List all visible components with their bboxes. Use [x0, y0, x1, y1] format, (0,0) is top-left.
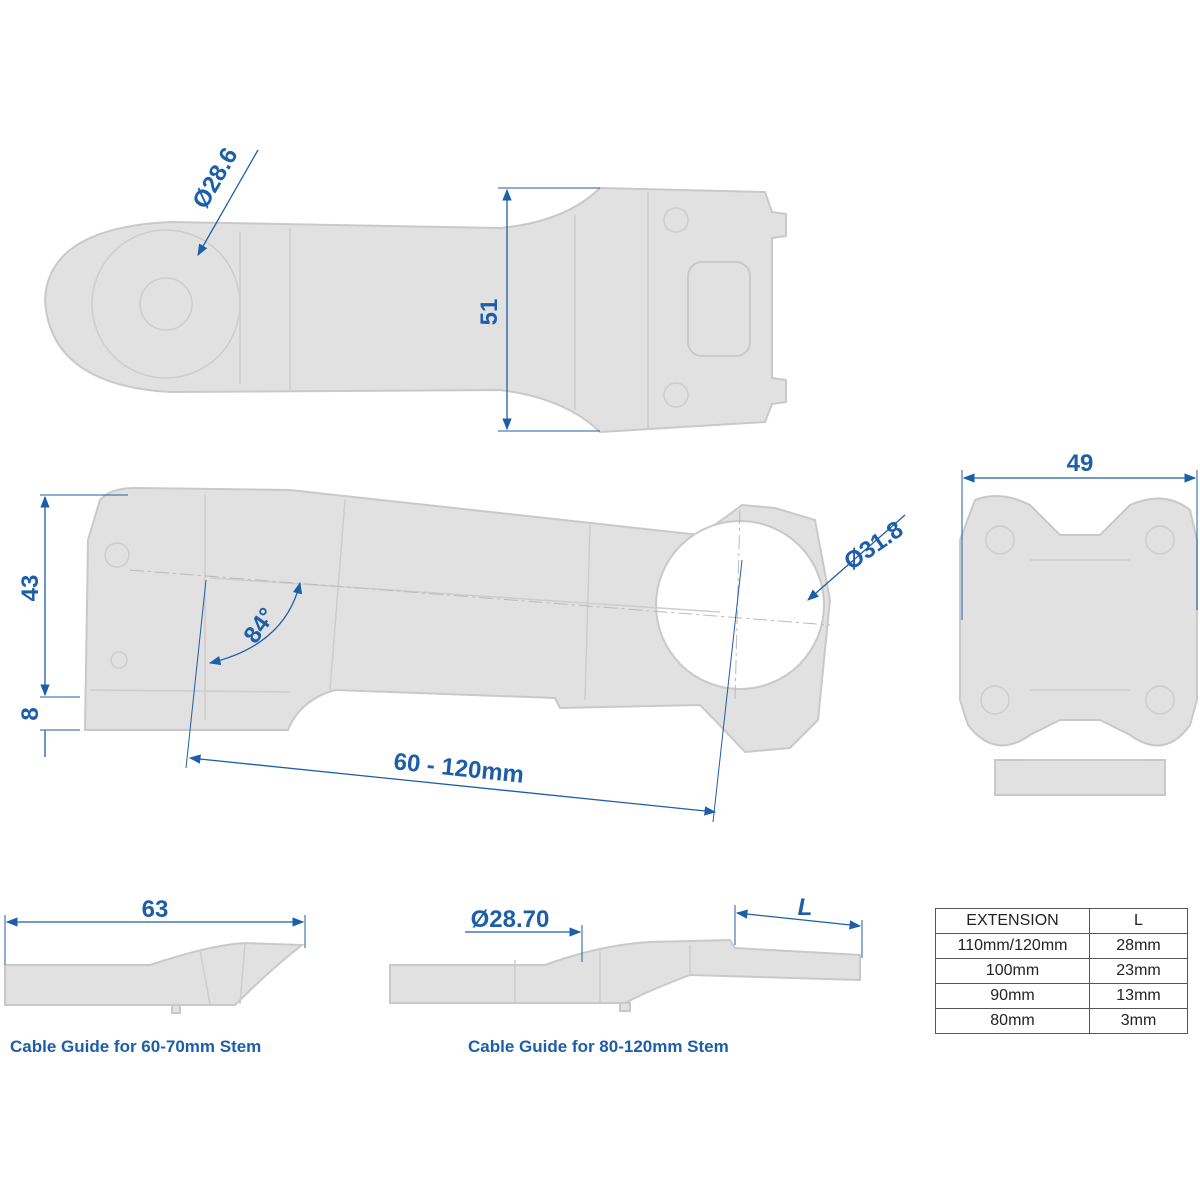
guide-short-length-label: 63 [142, 896, 169, 923]
cell-extension: 80mm [935, 1008, 1090, 1034]
guide-short-caption: Cable Guide for 60-70mm Stem [10, 1037, 261, 1056]
table-row: 110mm/120mm 28mm [935, 933, 1188, 959]
head-diameter-label: Ø28.6 [187, 143, 243, 213]
header-extension: EXTENSION [935, 908, 1090, 934]
guide-long-diameter-label: Ø28.70 [471, 906, 550, 933]
table-row: 80mm 3mm [935, 1008, 1188, 1034]
side-view: 43 8 60 - 120mm 84° Ø31.8 [17, 486, 908, 823]
cell-l: 13mm [1089, 983, 1188, 1009]
table-header-row: EXTENSION L [935, 908, 1188, 934]
guide-long-l-label: L [798, 894, 813, 921]
bar-diameter-label: Ø31.8 [839, 516, 908, 576]
guide-long-caption: Cable Guide for 80-120mm Stem [468, 1037, 729, 1056]
cell-l: 3mm [1089, 1008, 1188, 1034]
top-view: 51 Ø28.6 [43, 143, 787, 434]
front-view: 49 [959, 450, 1198, 796]
header-l: L [1089, 908, 1188, 934]
cell-extension: 110mm/120mm [935, 933, 1090, 959]
cell-l: 28mm [1089, 933, 1188, 959]
cell-l: 23mm [1089, 958, 1188, 984]
cell-extension: 90mm [935, 983, 1090, 1009]
stack-height-label: 43 [17, 575, 44, 602]
offset-label: 8 [17, 707, 44, 720]
cell-extension: 100mm [935, 958, 1090, 984]
extension-table: EXTENSION L 110mm/120mm 28mm 100mm 23mm … [935, 908, 1188, 1034]
cable-guide-short: 63 Cable Guide for 60-70mm Stem [4, 896, 306, 1056]
width-label: 49 [1067, 450, 1094, 477]
clamp-width-label: 51 [476, 299, 503, 326]
cable-guide-long: Ø28.70 L Cable Guide for 80-120mm Stem [389, 894, 863, 1056]
length-label: 60 - 120mm [392, 748, 525, 789]
table-row: 100mm 23mm [935, 958, 1188, 984]
table-row: 90mm 13mm [935, 983, 1188, 1009]
